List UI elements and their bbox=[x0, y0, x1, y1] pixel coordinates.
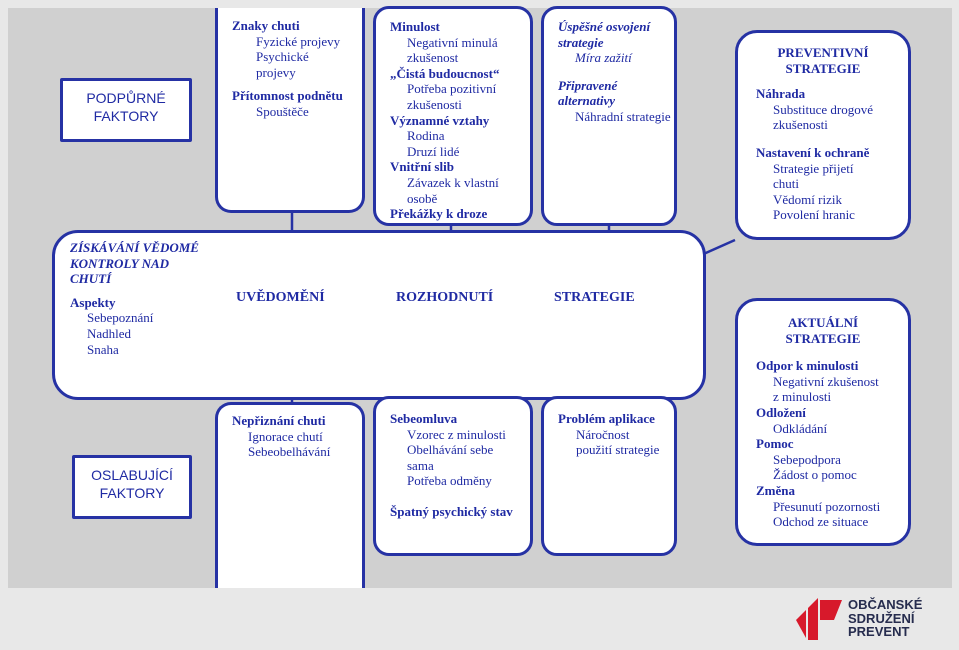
craving-signs-heading: Znaky chuti bbox=[232, 18, 300, 33]
weakening-label-2: FAKTORY bbox=[99, 485, 165, 501]
motivation-line: zkušenost bbox=[407, 50, 459, 66]
current-line: Odložení bbox=[756, 404, 806, 420]
application-heading: Problém aplikace bbox=[558, 411, 655, 426]
application-problem-box: Problém aplikace Náročnost použití strat… bbox=[541, 396, 677, 556]
acquiring-title-line: ZÍSKÁVÁNÍ VĚDOMÉ bbox=[70, 240, 199, 255]
current-line: Negativní zkušenost bbox=[773, 373, 879, 389]
acquiring-title-line: KONTROLY NAD bbox=[70, 255, 170, 271]
logo-line-2: SDRUŽENÍ bbox=[848, 610, 915, 626]
current-line: Odpor k minulosti bbox=[756, 358, 859, 374]
craving-sign-item: Psychické bbox=[256, 49, 309, 65]
motivation-line: Druzí lidé bbox=[407, 143, 460, 159]
motivation-line: Závazek k vlastní bbox=[407, 174, 499, 190]
weakening-factors-box: OSLABUJÍCÍ FAKTORY bbox=[72, 455, 192, 519]
motivation-line: Vnitřní slib bbox=[390, 159, 454, 175]
self-excuse-item: Potřeba odměny bbox=[407, 473, 492, 489]
motivation-line: zkušenosti bbox=[407, 96, 462, 112]
logo-line-1: OBČANSKÉ bbox=[848, 597, 923, 612]
aspect-item-label: Snaha bbox=[87, 341, 119, 357]
self-excuse-heading: Sebeomluva bbox=[390, 411, 458, 426]
current-line: Přesunutí pozornosti bbox=[773, 498, 881, 514]
craving-sign-item: projevy bbox=[256, 64, 296, 80]
strategy-top-line: Připravené bbox=[558, 77, 618, 93]
craving-signs-box: Znaky chuti Fyzické projevy Psychické pr… bbox=[215, 8, 365, 213]
self-excuse-item: Vzorec z minulosti bbox=[407, 426, 506, 442]
awareness-label: UVĚDOMĚNÍ bbox=[236, 290, 325, 305]
prevent-logo: OBČANSKÉ SDRUŽENÍ PREVENT bbox=[792, 590, 952, 648]
denial-item: Sebeobelhávání bbox=[248, 444, 331, 460]
motivation-line: Významné vztahy bbox=[390, 112, 490, 128]
current-line: Sebepodpora bbox=[773, 451, 841, 467]
preventive-line: chuti bbox=[773, 176, 799, 192]
stimulus-item: Spouštěče bbox=[256, 103, 309, 119]
strategy-label: STRATEGIE bbox=[554, 290, 635, 305]
acquiring-title-line: CHUTÍ bbox=[70, 271, 112, 287]
preventive-line: Nastavení k ochraně bbox=[756, 144, 870, 160]
application-item: použití strategie bbox=[576, 442, 660, 458]
current-line: Odkládání bbox=[773, 420, 828, 436]
current-line: Změna bbox=[756, 482, 795, 498]
protective-factors-box: PODPŮRNÉ FAKTORY bbox=[60, 78, 192, 142]
preventive-title-1: PREVENTIVNÍ bbox=[777, 45, 869, 60]
current-line: Žádost o pomoc bbox=[773, 467, 857, 483]
preventive-line: Náhrada bbox=[756, 86, 806, 102]
motivation-line: Potřeba pozitivní bbox=[407, 81, 497, 97]
current-line: Pomoc bbox=[756, 436, 794, 452]
preventive-title-2: STRATEGIE bbox=[785, 60, 861, 76]
motivation-line: Negativní minulá bbox=[407, 34, 498, 50]
stimulus-heading: Přítomnost podnětu bbox=[232, 88, 343, 104]
strategy-top-line bbox=[558, 66, 674, 78]
denial-item: Ignorace chutí bbox=[248, 428, 323, 444]
strategy-top-line: alternativy bbox=[558, 93, 616, 109]
self-excuse-item: Obelhávání sebe bbox=[407, 442, 494, 458]
prevent-logo-mark-icon bbox=[796, 598, 842, 640]
preventive-line: zkušenosti bbox=[773, 117, 828, 133]
denial-heading: Nepřiznání chuti bbox=[232, 413, 326, 428]
preventive-line: Substituce drogové bbox=[773, 101, 874, 117]
weakening-label-1: OSLABUJÍCÍ bbox=[91, 467, 173, 483]
strategy-top-line: Míra zažití bbox=[575, 50, 632, 66]
decision-label: ROZHODNUTÍ bbox=[396, 290, 494, 305]
preventive-line: Povolení hranic bbox=[773, 207, 855, 223]
motivation-line: Rodina bbox=[407, 128, 445, 144]
self-excuse-footer: Špatný psychický stav bbox=[390, 503, 513, 519]
protective-label-2: FAKTORY bbox=[93, 108, 159, 124]
self-excuse-box: Sebeomluva Vzorec z minulosti Obelhávání… bbox=[373, 396, 533, 556]
denial-box: Nepřiznání chuti Ignorace chutí Sebeobel… bbox=[215, 402, 365, 588]
motivation-line: Překážky k droze bbox=[390, 206, 488, 222]
motivation-line: osobě bbox=[407, 190, 438, 206]
strategy-top-line: Náhradní strategie bbox=[575, 108, 671, 124]
aspect-item-label: Nadhled bbox=[87, 325, 132, 341]
current-title-1: AKTUÁLNÍ bbox=[787, 315, 859, 330]
preventive-line: Vědomí rizik bbox=[773, 191, 842, 207]
motivation-line: Minulost bbox=[390, 19, 440, 34]
strategy-top-line: Úspěšné osvojení bbox=[558, 19, 651, 34]
current-line: z minulosti bbox=[773, 389, 832, 405]
aspects-heading-label: Aspekty bbox=[70, 294, 116, 310]
preventive-line bbox=[756, 133, 908, 145]
self-excuse-item: sama bbox=[407, 457, 434, 473]
logo-line-3: PREVENT bbox=[848, 624, 910, 639]
aspect-item-label: Sebepoznání bbox=[87, 310, 154, 326]
application-item: Náročnost bbox=[576, 426, 630, 442]
protective-label-1: PODPŮRNÉ bbox=[86, 90, 166, 106]
acquiring-control-text-layer: ZÍSKÁVÁNÍ VĚDOMÉ KONTROLY NAD CHUTÍ Aspe… bbox=[70, 240, 199, 357]
current-title-2: STRATEGIE bbox=[785, 330, 861, 346]
strategy-top-line: strategie bbox=[558, 34, 604, 50]
preventive-line: Strategie přijetí bbox=[773, 160, 854, 176]
craving-sign-item: Fyzické projevy bbox=[256, 33, 341, 49]
motivation-line: „Čistá budoucnost“ bbox=[390, 65, 500, 81]
current-line: Odchod ze situace bbox=[773, 514, 869, 530]
